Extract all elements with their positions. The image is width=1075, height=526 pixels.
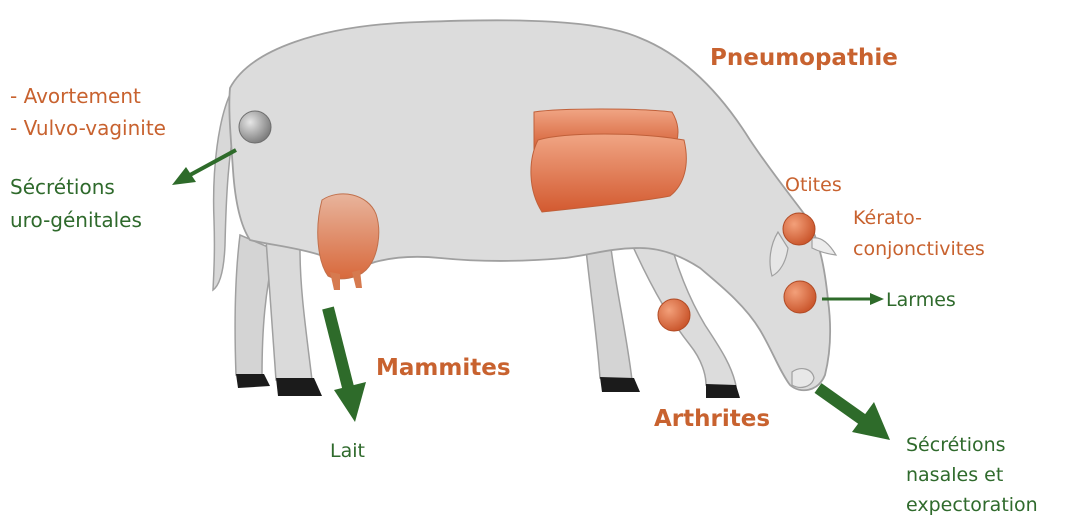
label-kerato-line1: Kérato- <box>853 207 922 231</box>
label-pneumopathie: Pneumopathie <box>710 44 898 73</box>
label-arthrites: Arthrites <box>654 405 770 434</box>
label-lait: Lait <box>330 440 365 464</box>
label-larmes: Larmes <box>886 289 956 313</box>
hoof-front-right <box>706 384 740 398</box>
label-avortement: - Avortement <box>10 84 141 109</box>
udder <box>318 194 379 279</box>
label-secretions-nasales-line2: nasales et <box>906 464 1003 488</box>
label-kerato-line2: conjonctivites <box>853 238 985 262</box>
label-otites: Otites <box>785 174 842 198</box>
arrow-secretions-nasales <box>818 388 890 440</box>
label-secretions-uro-line2: uro-génitales <box>10 208 142 233</box>
arrow-lait <box>328 308 366 422</box>
cow-muzzle <box>792 369 814 388</box>
eye-lesion-dot <box>784 281 816 313</box>
label-vulvo-vaginite: - Vulvo-vaginite <box>10 116 166 141</box>
udder-teat <box>330 272 340 290</box>
cow-body <box>229 20 830 390</box>
otitis-lesion-dot <box>783 213 815 245</box>
cow-front-leg-left <box>585 240 632 380</box>
hoof-hind-left <box>236 374 270 388</box>
label-secretions-uro-line1: Sécrétions <box>10 175 115 200</box>
label-secretions-nasales-line3: expectoration <box>906 494 1038 518</box>
label-secretions-nasales-line1: Sécrétions <box>906 434 1006 458</box>
arrow-larmes <box>822 293 884 305</box>
genital-lesion-dot <box>239 111 271 143</box>
hoof-front-left <box>600 377 640 392</box>
hoof-hind-right <box>276 378 322 396</box>
arthritis-lesion-dot <box>658 299 690 331</box>
label-mammites: Mammites <box>376 354 511 383</box>
